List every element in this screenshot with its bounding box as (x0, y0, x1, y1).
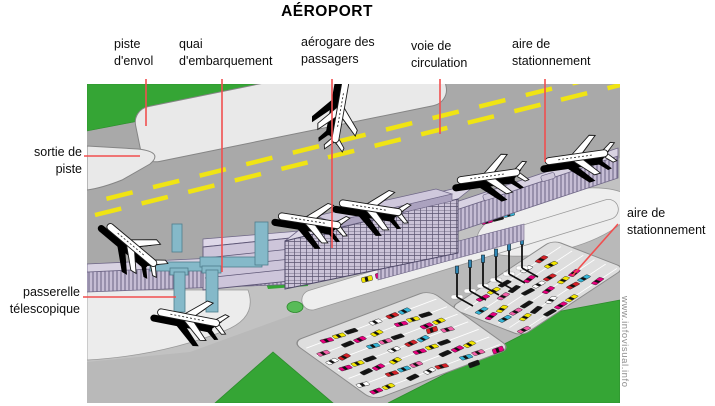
leader-lines (83, 79, 619, 298)
airplane-icon (87, 208, 176, 288)
watermark: www.infovisual.info (619, 296, 630, 388)
parking-lot-b (296, 292, 507, 399)
parking-lot-a (453, 241, 620, 335)
runway-exit-left (87, 145, 156, 191)
label-voie-circulation: voie de circulation (411, 39, 468, 70)
leader-aire-droite (571, 223, 619, 277)
label-aire-stationnement-droite: aire de stationnement (627, 206, 706, 237)
label-piste-envol: piste d'envol (114, 37, 154, 68)
airplane-icon (329, 182, 414, 240)
page-title: AÉROPORT (281, 3, 373, 20)
label-aire-stationnement-haut: aire de stationnement (512, 37, 591, 68)
taxiway-markings (94, 84, 620, 218)
label-sortie-piste: sortie de piste (34, 145, 82, 176)
runway-exit-large (134, 84, 447, 163)
airplane-icon (537, 131, 619, 190)
label-aerogare-passagers: aérogare des passagers (301, 35, 375, 66)
airplanes (87, 84, 619, 351)
airplane-icon (268, 195, 353, 253)
airplane-icon (307, 84, 366, 155)
grass-oval (286, 301, 304, 313)
grass-triangle (214, 351, 334, 403)
airplane-icon (146, 291, 232, 351)
label-quai-embarquement: quai d'embarquement (179, 37, 273, 68)
label-passerelle-telescopique: passerelle télescopique (9, 285, 80, 316)
airplane-icon (449, 150, 531, 209)
jetways (149, 221, 269, 313)
